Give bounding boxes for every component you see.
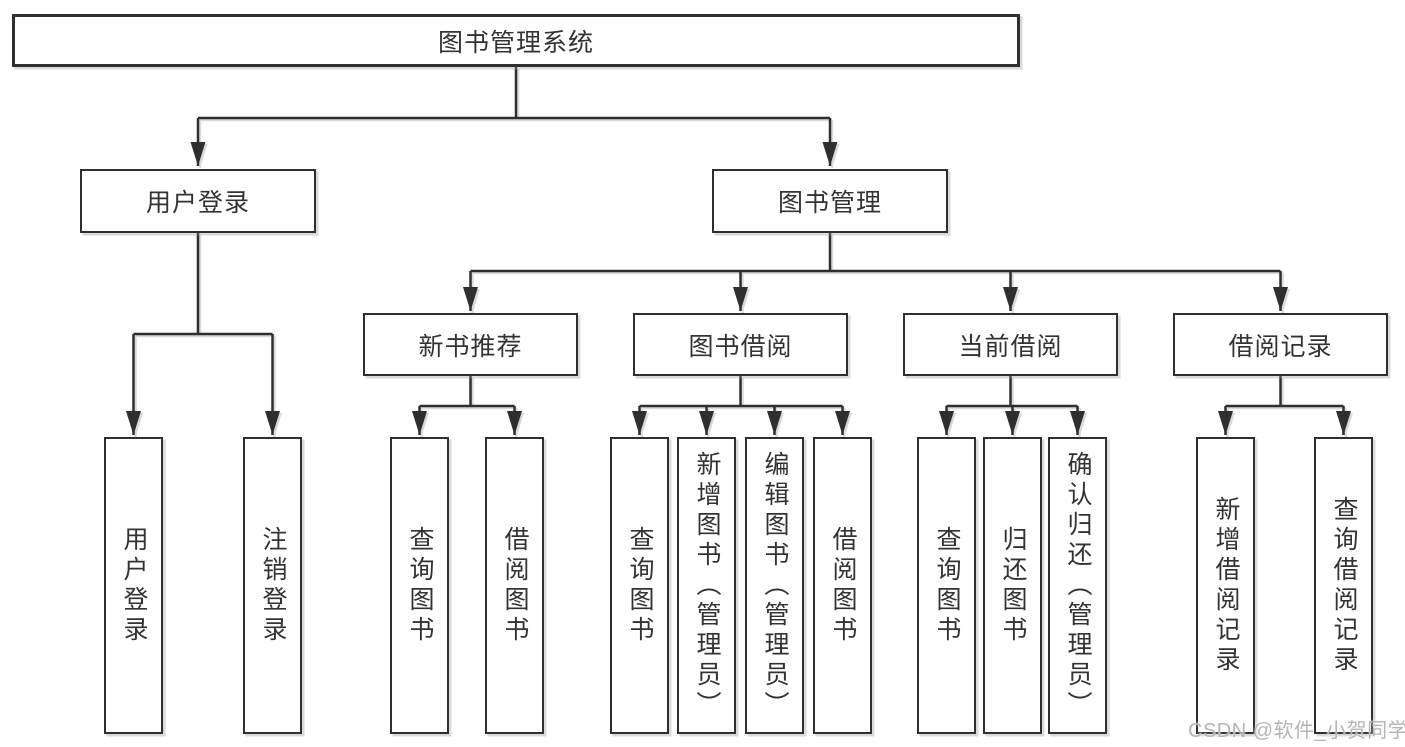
leaf-query-books-current: 查询图书 — [917, 437, 976, 734]
leaf-borrow-books-borrow: 借阅图书 — [813, 437, 872, 734]
leaf-borrow-books-newbook: 借阅图书 — [485, 437, 544, 734]
node-current-borrow: 当前借阅 — [903, 313, 1118, 376]
node-label: 查询图书 — [933, 525, 961, 646]
leaf-user-login: 用户登录 — [104, 437, 163, 734]
node-label: 归还图书 — [999, 525, 1027, 646]
node-label: 查询借阅记录 — [1330, 495, 1358, 676]
node-label: 查询图书 — [626, 525, 654, 646]
leaf-query-books-newbook: 查询图书 — [390, 437, 449, 734]
node-label: 查询图书 — [406, 525, 434, 646]
node-user-login: 用户登录 — [80, 169, 316, 233]
node-label: 注销登录 — [259, 525, 287, 646]
node-book-borrow: 图书借阅 — [633, 313, 848, 376]
node-label: 新增借阅记录 — [1212, 495, 1240, 676]
node-label: 图书借阅 — [688, 332, 793, 361]
node-label: 编辑图书（管理员） — [761, 450, 789, 721]
leaf-query-books-borrow: 查询图书 — [610, 437, 669, 734]
leaf-query-borrow-record: 查询借阅记录 — [1314, 437, 1373, 734]
leaf-logout: 注销登录 — [243, 437, 302, 734]
node-label: 图书管理系统 — [437, 28, 594, 57]
node-label: 确认归还（管理员） — [1064, 450, 1092, 721]
node-label: 图书管理 — [777, 189, 882, 217]
node-label: 新书推荐 — [418, 332, 523, 361]
node-label: 用户登录 — [145, 189, 250, 217]
node-borrow-record: 借阅记录 — [1173, 313, 1388, 376]
node-label: 借阅图书 — [829, 525, 857, 646]
node-book-management: 图书管理 — [712, 169, 948, 233]
leaf-add-books-admin: 新增图书（管理员） — [677, 437, 736, 734]
leaf-edit-books-admin: 编辑图书（管理员） — [745, 437, 804, 734]
node-label: 新增图书（管理员） — [693, 450, 721, 721]
leaf-return-books: 归还图书 — [983, 437, 1042, 734]
node-new-book-recommend: 新书推荐 — [363, 313, 578, 376]
leaf-add-borrow-record: 新增借阅记录 — [1196, 437, 1255, 734]
node-label: 借阅记录 — [1228, 332, 1333, 361]
csdn-watermark: CSDN @软件_小贺同学 — [1188, 720, 1405, 742]
node-library-management-system: 图书管理系统 — [12, 14, 1020, 67]
leaf-confirm-return-admin: 确认归还（管理员） — [1048, 437, 1107, 734]
node-label: 当前借阅 — [958, 332, 1063, 361]
node-label: 用户登录 — [120, 525, 148, 646]
node-label: 借阅图书 — [501, 525, 529, 646]
